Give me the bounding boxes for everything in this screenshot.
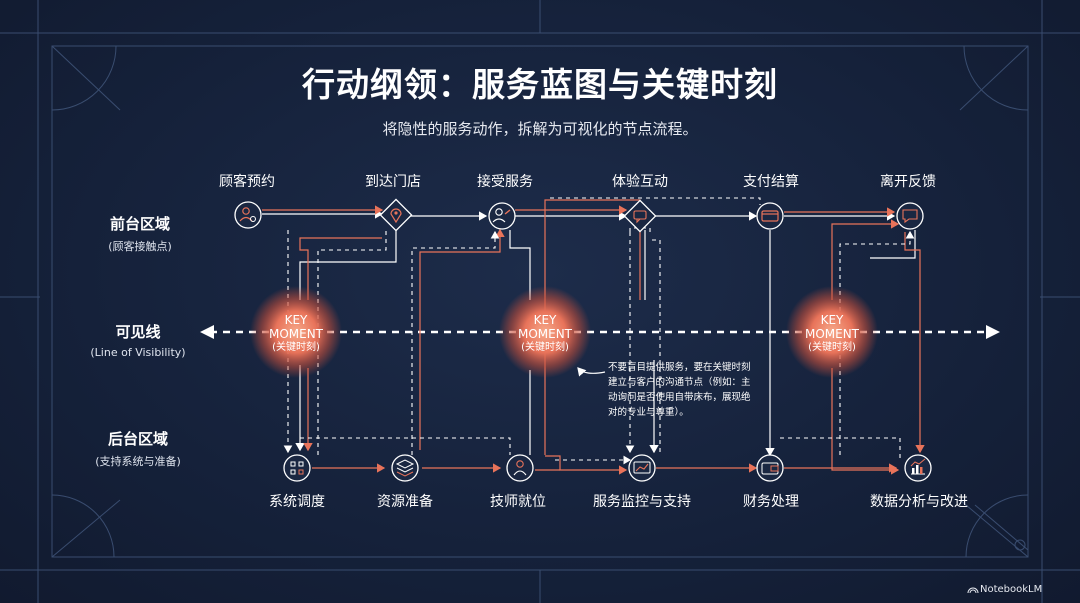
key-moment-3: KEY MOMENT (关键时刻) [792, 313, 872, 355]
key-moment-glow-1 [250, 286, 342, 378]
back-step-analytics: 数据分析与改进 [870, 494, 968, 510]
front-step-feedback: 离开反馈 [880, 174, 936, 190]
key-moment-2-l1: KEY [533, 313, 557, 327]
key-moment-glow-2 [499, 286, 591, 378]
technician-icon [488, 202, 516, 230]
back-step-monitoring: 服务监控与支持 [593, 494, 691, 510]
lane-back-sub: (支持系统与准备) [95, 455, 181, 468]
key-moment-glows [250, 286, 878, 378]
front-step-interaction: 体验互动 [612, 174, 668, 190]
note-pointer-arrow [577, 367, 606, 377]
lane-front-label: 前台区域 [109, 215, 170, 233]
key-moment-1-l1: KEY [284, 313, 308, 327]
notebooklm-logo-icon [967, 587, 979, 594]
back-step-resources: 资源准备 [377, 494, 433, 510]
key-moment-2-l3: (关键时刻) [521, 342, 569, 353]
feedback-icon [896, 202, 924, 230]
key-moment-note: 不要盲目提供服务，要在关键时刻建立与客户的沟通节点（例如：主动询问是否使用自带床… [608, 362, 751, 418]
lane-visibility: 可见线 (Line of Visibility) [63, 321, 213, 359]
dispatch-icon [283, 454, 311, 482]
front-step-payment: 支付结算 [743, 174, 799, 190]
front-step-service: 接受服务 [477, 174, 533, 190]
lane-back-label: 后台区域 [107, 430, 168, 448]
key-moment-3-l1: KEY [820, 313, 844, 327]
page-title: 行动纲领：服务蓝图与关键时刻 [302, 65, 778, 104]
back-flow-lines [312, 463, 898, 473]
key-moment-1: KEY MOMENT (关键时刻) [256, 313, 336, 355]
lane-front-sub: (顾客接触点) [108, 240, 172, 253]
location-pin-icon [379, 198, 413, 232]
key-moment-2: KEY MOMENT (关键时刻) [505, 313, 585, 355]
analytics-icon [904, 454, 932, 482]
front-step-booking: 顾客预约 [219, 174, 275, 190]
front-step-arrival: 到达门店 [365, 174, 421, 190]
user-icon [234, 201, 262, 229]
page-subtitle: 将隐性的服务动作，拆解为可视化的节点流程。 [382, 120, 698, 138]
key-moment-glow-3 [786, 286, 878, 378]
lane-front: 前台区域 (顾客接触点) [65, 213, 215, 254]
worker-icon [506, 454, 534, 482]
lane-visibility-label: 可见线 [115, 323, 161, 341]
back-step-dispatch: 系统调度 [269, 494, 325, 510]
front-flow-lines [262, 209, 896, 221]
chat-icon [623, 199, 657, 233]
key-moment-1-l2: MOMENT [268, 327, 324, 341]
wallet-icon [756, 454, 784, 482]
layers-icon [391, 454, 419, 482]
monitor-chart-icon [628, 454, 656, 482]
key-moment-3-l2: MOMENT [804, 327, 860, 341]
back-step-technician: 技师就位 [490, 494, 546, 510]
back-step-finance: 财务处理 [743, 494, 799, 510]
brand-label: NotebookLM [980, 584, 1043, 595]
visibility-arrow-left [200, 325, 214, 339]
front-flow-red [262, 205, 896, 217]
lane-back: 后台区域 (支持系统与准备) [63, 428, 213, 469]
key-moment-2-l2: MOMENT [517, 327, 573, 341]
visibility-arrow-right [986, 325, 1000, 339]
lane-visibility-sub: (Line of Visibility) [90, 346, 186, 359]
key-moment-1-l3: (关键时刻) [272, 342, 320, 353]
card-icon [756, 202, 784, 230]
key-moment-3-l3: (关键时刻) [808, 342, 856, 353]
vertical-connectors [295, 230, 916, 457]
